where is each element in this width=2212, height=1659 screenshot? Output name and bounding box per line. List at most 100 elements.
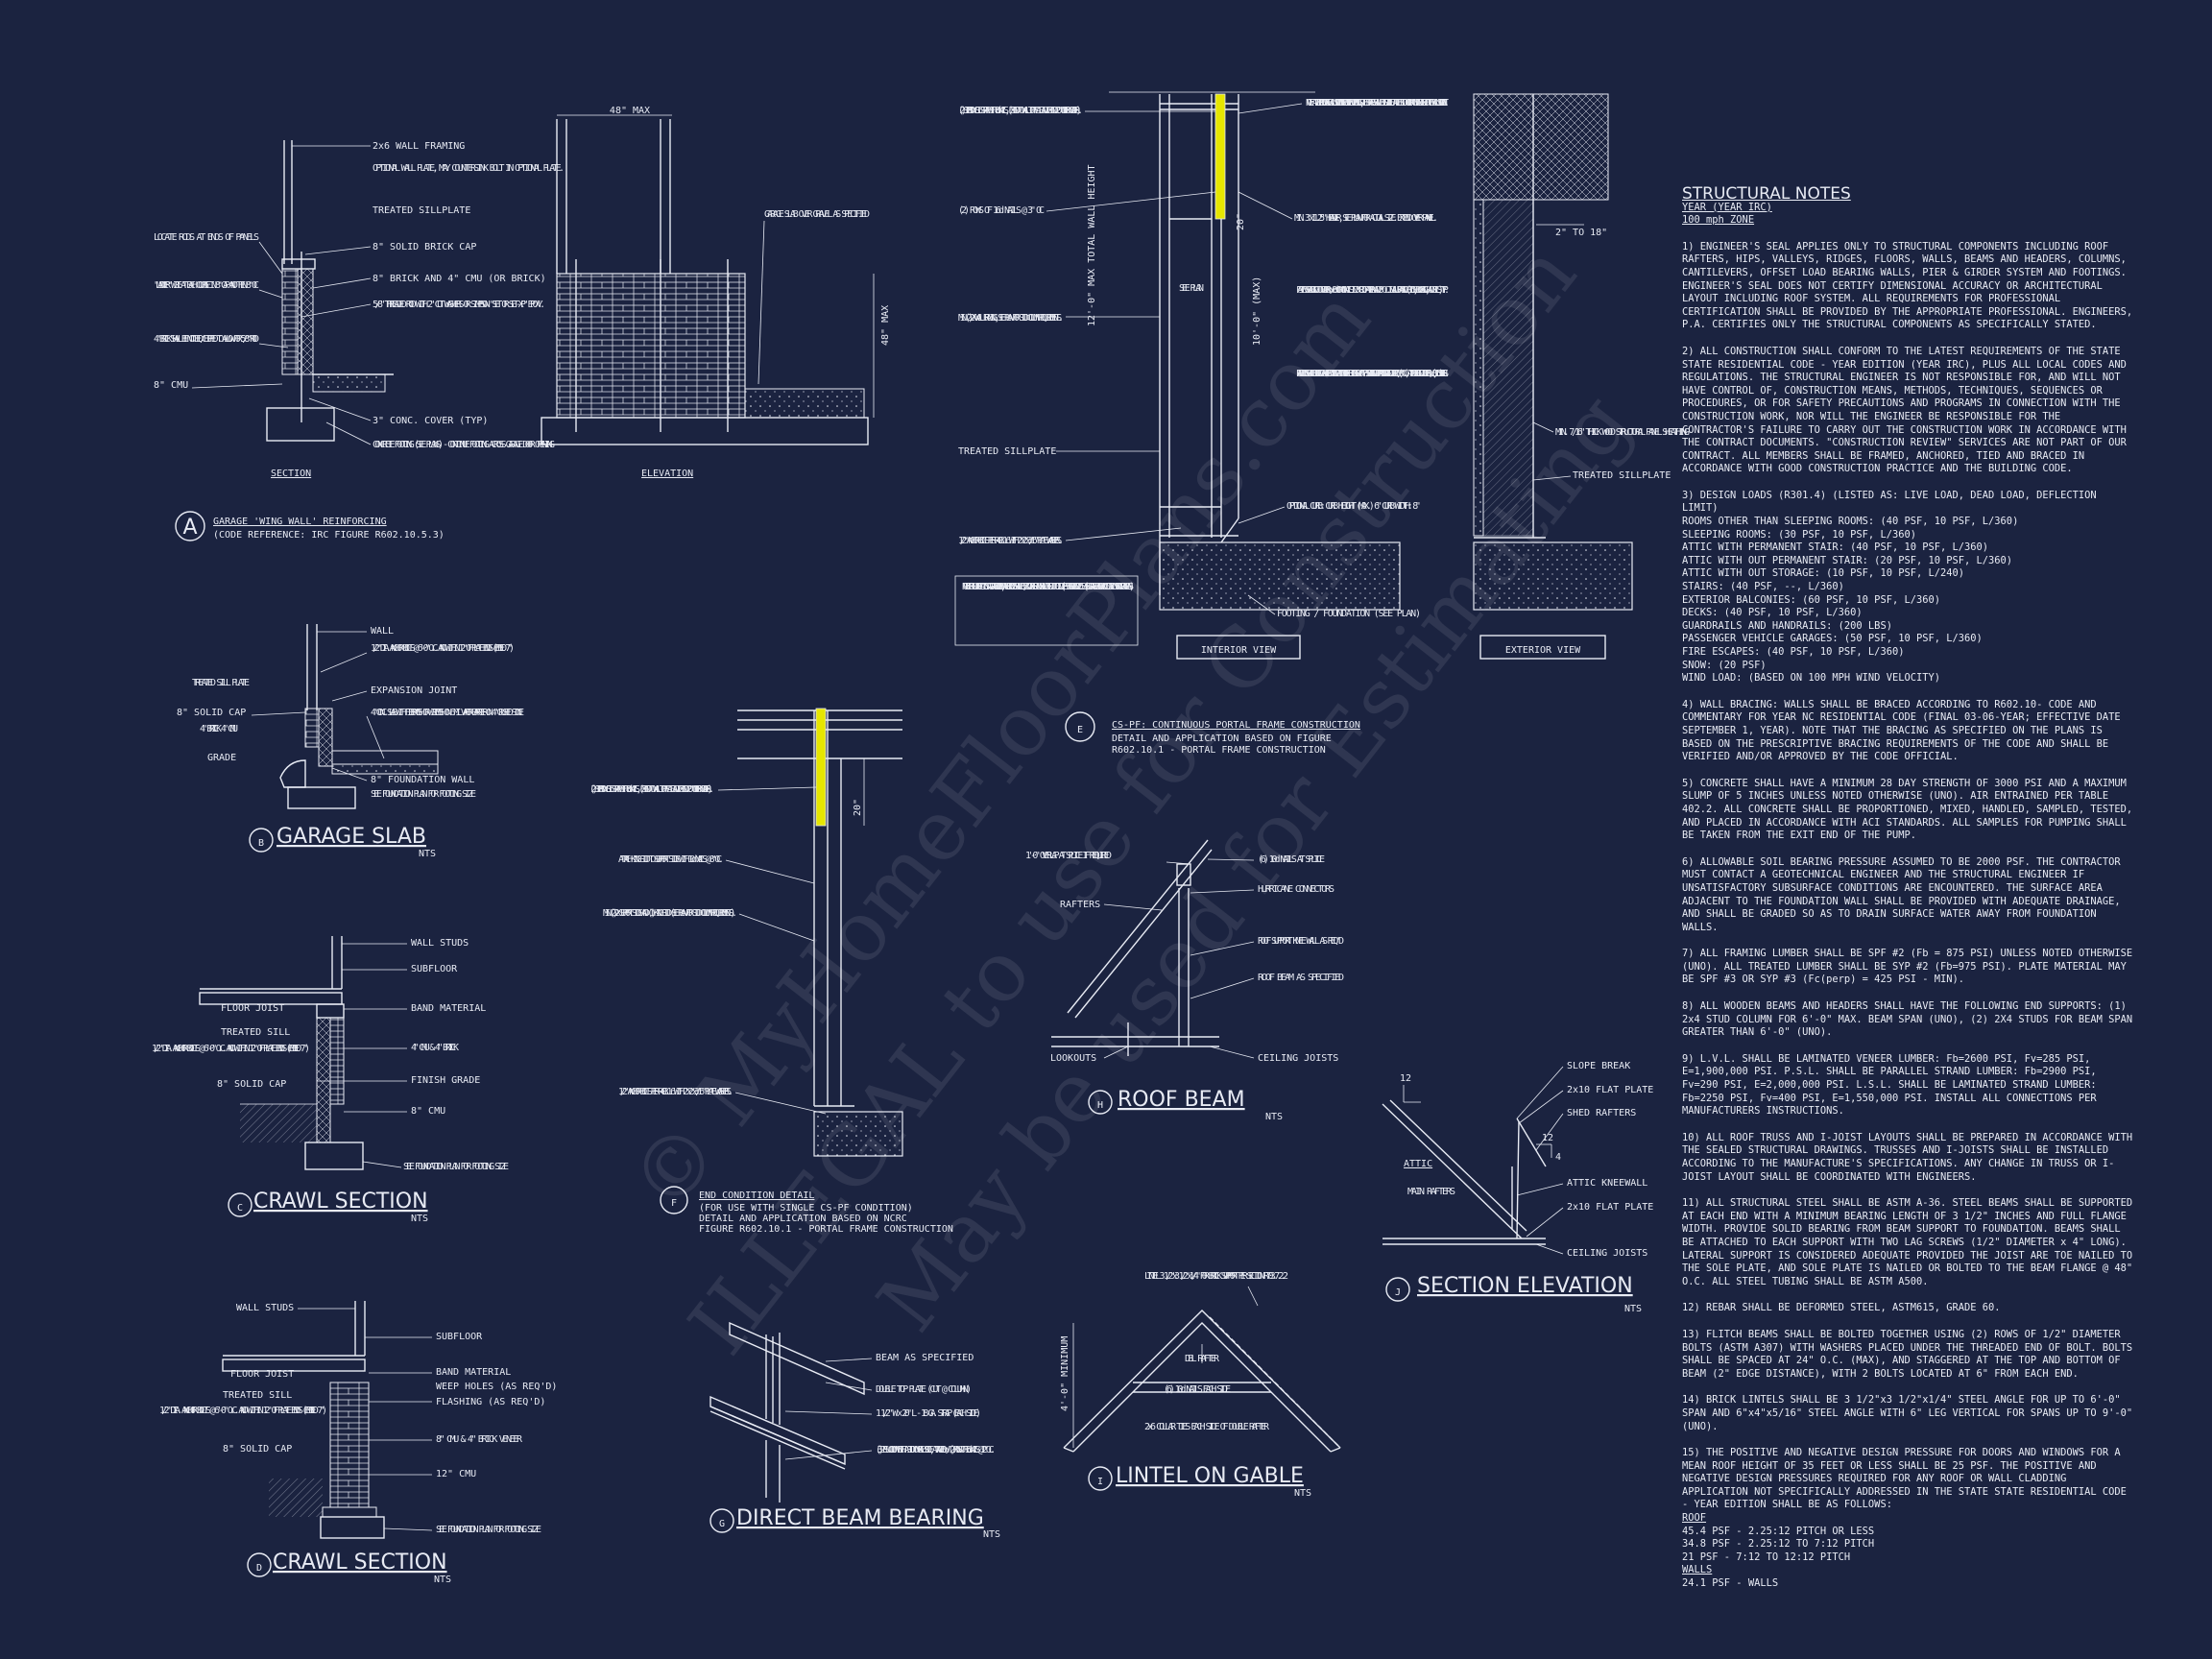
callout: SHED RAFTERS	[1567, 1108, 1636, 1118]
callout: SLOPE BREAK	[1567, 1061, 1630, 1071]
load-item: SNOW: (20 PSF)	[1682, 659, 1767, 671]
callout: TREATED SILL	[223, 1390, 292, 1401]
callout: 5/8" THREADED ROD WITH 2" CUT WASHERS OR…	[373, 300, 545, 310]
detail-f-subtitle3: FIGURE R602.10.1 - PORTAL FRAME CONSTRUC…	[699, 1224, 953, 1235]
callout: MIN. 7/16" THICK WOOD STRUCTURAL PANEL S…	[1555, 427, 1690, 438]
detail-a-elevation-label: ELEVATION	[641, 469, 693, 479]
detail-e-interior-label: INTERIOR VIEW	[1201, 645, 1277, 656]
detail-f: 20" (2) SIMPSON CS16 STRAP WITH 8d NAILS…	[589, 708, 953, 1235]
load-item: FIRE ESCAPES: (40 PSF, 10 PSF, L/360)	[1682, 646, 1905, 658]
callout: FLASHING (AS REQ'D)	[436, 1397, 545, 1407]
detail-j-pitch-a: 12	[1400, 1073, 1411, 1084]
walls-item: 24.1 PSF - WALLS	[1682, 1577, 1779, 1590]
callout: 1'-0" OVERLAP AT SPLICE IF REQUIRED	[1025, 851, 1112, 861]
detail-h-nts: NTS	[1265, 1112, 1283, 1122]
detail-a-elevation-drawing	[541, 114, 875, 445]
detail-j-callouts: SLOPE BREAK 2x10 FLAT PLATE SHED RAFTERS…	[1404, 1061, 1653, 1259]
notes-sub2: 100 mph ZONE	[1682, 214, 1755, 227]
callout: NOTE: FOR CMU APPLICATIONS AT GARAGE DOO…	[962, 582, 1135, 592]
notes-sub1: YEAR (YEAR IRC)	[1682, 201, 1772, 213]
detail-h-callouts: 1'-0" OVERLAP AT SPLICE IF REQUIRED RAFT…	[1025, 851, 1344, 1064]
callout: 4" BRICK SHALL BE NOTCHED/CHIPPED TO ALL…	[154, 334, 259, 345]
callout: 8" FOUNDATION WALL	[371, 775, 474, 785]
detail-c-letter: C	[237, 1203, 243, 1214]
detail-c-drawing	[199, 936, 364, 1170]
callout: FLOOR JOIST	[221, 1003, 284, 1014]
callout: ATTIC	[1404, 1159, 1432, 1169]
callout: 1/2" DIA. ANCHOR BOLTS @ 6'-0" O.C. AND …	[152, 1044, 310, 1054]
callout: MIN (2)2X WALL FRAMING, SEE PLAN FOR STU…	[958, 313, 1064, 324]
note-paragraph: 5) CONCRETE SHALL HAVE A MINIMUM 28 DAY …	[1682, 777, 2133, 842]
callout: TREATED SILL	[221, 1027, 290, 1038]
detail-d-nts: NTS	[434, 1575, 451, 1585]
callout: CONCRETE FOOTING (SEE PLANS) - CONTINUE …	[373, 440, 555, 450]
detail-h-title: ROOF BEAM	[1118, 1088, 1245, 1112]
callout: RAFTERS	[1060, 900, 1100, 910]
detail-j: 12 12 4 SLOPE BREAK 2x10 FLAT PLATE SHED…	[1382, 1061, 1653, 1314]
callout: SEE FOUNDATION PLAN FOR FOOTING SIZE	[436, 1525, 541, 1535]
detail-i-drawing	[1063, 1310, 1341, 1453]
detail-h-letter: H	[1097, 1100, 1103, 1111]
callout: (2) SIMPSON CS16 STRAP WITH 8d NAILS, (E…	[958, 106, 1083, 116]
roof-heading: ROOF	[1682, 1512, 1707, 1525]
load-item: WIND LOAD: (BASED ON 100 MPH WIND VELOCI…	[1682, 672, 1940, 685]
detail-g-marker	[709, 1508, 734, 1533]
detail-g: BEAM AS SPECIFIED DOUBLE TOP PLATE (CUT …	[709, 1321, 1000, 1540]
load-item: ATTIC WITH OUT STORAGE: (10 PSF, 10 PSF,…	[1682, 567, 1965, 580]
detail-j-title: SECTION ELEVATION	[1417, 1274, 1633, 1298]
callout: OPTIONAL CURB: CURB HEIGHT (MAX.) 6" CUR…	[1286, 501, 1421, 512]
callout: BEAM AS SPECIFIED	[876, 1353, 974, 1363]
note-paragraph: 8) ALL WOODEN BEAMS AND HEADERS SHALL HA…	[1682, 1000, 2133, 1039]
load-item: ATTIC WITH OUT PERMANENT STAIR: (20 PSF,…	[1682, 554, 2013, 566]
detail-e-marker	[1065, 711, 1095, 742]
detail-e-see-plan: SEE PLAN	[1179, 283, 1204, 294]
detail-j-nts: NTS	[1624, 1304, 1642, 1314]
note-paragraph: 14) BRICK LINTELS SHALL BE 3 1/2"x3 1/2"…	[1682, 1394, 2133, 1432]
detail-d-leaders	[298, 1308, 433, 1531]
callout: 1/2" ANCHOR BOLTS PER R403.1.6 WITH 2"x2…	[618, 1087, 733, 1097]
callout: CEILING JOISTS	[1258, 1053, 1338, 1064]
structural-notes: STRUCTURAL NOTES YEAR (YEAR IRC) 100 mph…	[1682, 184, 2133, 1591]
detail-e-strap-highlight	[1214, 93, 1226, 220]
load-item: PASSENGER VEHICLE GARAGES: (50 PSF, 10 P…	[1682, 633, 1983, 645]
callout: MIN. 3"x11.25" HEADER, SEE PLAN FOR ACTU…	[1294, 213, 1438, 224]
callout: WALL	[371, 626, 394, 637]
callout: FOOTING / FOUNDATION (SEE PLAN)	[1277, 609, 1421, 619]
callout: LINTEL 3 1/2"x3 1/2"x1/4" FOR BRICK SUPP…	[1144, 1271, 1288, 1282]
callout: ROOF SUPPORT KNEE WALL AS REQ'D	[1258, 936, 1344, 947]
callout: 4" CONC. SLAB WITH FIBERMESH OR WIREMESH…	[371, 708, 524, 718]
callout: 1/2" ANCHOR BOLTS PER R403.1.6 WITH 2"x2…	[958, 536, 1064, 546]
callout: GRADE	[207, 753, 236, 763]
notes-heading: STRUCTURAL NOTES	[1682, 184, 1851, 204]
callout: SEE FOUNDATION PLAN FOR FOOTING SIZE	[403, 1162, 509, 1172]
detail-b-nts: NTS	[419, 849, 436, 859]
callout: WALL STUDS	[236, 1303, 294, 1313]
load-item: ATTIC WITH PERMANENT STAIR: (40 PSF, 10 …	[1682, 541, 1989, 554]
callout: 2x6 WALL FRAMING	[373, 141, 465, 152]
load-item: DECKS: (40 PSF, 10 PSF, L/360)	[1682, 607, 1863, 619]
note-paragraph: 12) REBAR SHALL BE DEFORMED STEEL, ASTM6…	[1682, 1302, 2001, 1314]
load-item: ROOMS OTHER THAN SLEEPING ROOMS: (40 PSF…	[1682, 516, 2019, 528]
callout: SUBFLOOR	[436, 1332, 483, 1342]
note-paragraph: 4) WALL BRACING: WALLS SHALL BE BRACED A…	[1682, 698, 2121, 763]
callout: 1 1/2" W x 20" L - 18 GA. STRAP (EACH SI…	[876, 1408, 981, 1419]
callout: 1/2" DIA. ANCHOR BOLTS @ 6'-0" O.C. AND …	[371, 643, 515, 654]
callout: "LADDER" WIRE AT EACH COURSE IN 8" CAP A…	[154, 280, 259, 291]
callout: 2x10 FLAT PLATE	[1567, 1202, 1653, 1213]
callout: ATTIC KNEEWALL	[1567, 1178, 1647, 1189]
design-loads: 3) DESIGN LOADS (R301.4) (LISTED AS: LIV…	[1682, 490, 2133, 685]
detail-b-title: GARAGE SLAB	[276, 825, 426, 849]
note-paragraph: 10) ALL ROOF TRUSS AND I-JOIST LAYOUTS S…	[1682, 1131, 2133, 1183]
detail-b-leaders	[251, 631, 385, 781]
watermark-line3: May be used for Estimating	[859, 376, 1648, 1349]
note-paragraph: 15) THE POSITIVE AND NEGATIVE DESIGN PRE…	[1682, 1447, 2127, 1511]
detail-h: 1'-0" OVERLAP AT SPLICE IF REQUIRED RAFT…	[1025, 839, 1344, 1122]
callout: 8" SOLID CAP	[217, 1079, 286, 1090]
detail-e-subtitle1: DETAIL AND APPLICATION BASED ON FIGURE	[1112, 733, 1332, 744]
detail-c-marker	[228, 1192, 252, 1217]
detail-f-strap-highlight	[815, 708, 827, 827]
detail-f-marker	[660, 1186, 688, 1214]
detail-a-section-label: SECTION	[271, 469, 311, 479]
callout: 8" CMU	[411, 1106, 445, 1117]
